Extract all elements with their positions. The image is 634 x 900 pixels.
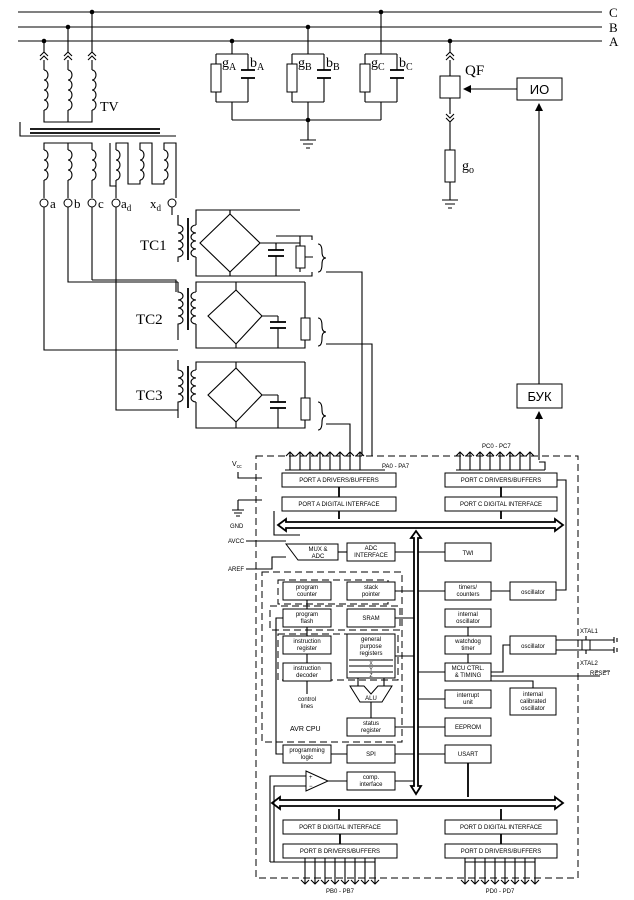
svg-text:USART: USART	[458, 752, 479, 758]
mcu-block-diagram: Vcc GND PA0 - PA7 PORT A DRIVERS/BUFFERS…	[228, 444, 618, 895]
svg-text:PORT A DIGITAL INTERFACE: PORT A DIGITAL INTERFACE	[298, 502, 379, 508]
svg-text:SRAM: SRAM	[362, 616, 379, 622]
phase-c-label: C	[609, 5, 618, 20]
tap-xd-label: xd	[150, 196, 162, 213]
svg-text:−: −	[309, 784, 313, 790]
svg-text:PORT B DIGITAL INTERFACE: PORT B DIGITAL INTERFACE	[299, 825, 381, 831]
svg-text:comp.interface: comp.interface	[359, 775, 383, 788]
control-unit-label: БУК	[527, 389, 551, 404]
xtal2-label: XTAL2	[580, 661, 599, 667]
ga-label: gA	[222, 56, 237, 73]
bb-label: bB	[326, 56, 340, 73]
avr-cpu-label: AVR CPU	[290, 726, 321, 733]
gc-label: gC	[371, 56, 385, 73]
svg-text:ALU: ALU	[365, 696, 377, 702]
svg-text:TWI: TWI	[463, 551, 474, 557]
phase-bus: C B A	[18, 5, 619, 49]
phase-b-label: B	[609, 20, 618, 35]
svg-text:PORT B DRIVERS/BUFFERS: PORT B DRIVERS/BUFFERS	[300, 849, 380, 855]
control-unit-block	[516, 383, 563, 409]
mcu-boundary	[255, 455, 579, 879]
executive-label: ИО	[530, 82, 549, 97]
port-c-pins-label: PC0 - PC7	[482, 444, 511, 450]
svg-text:oscillator: oscillator	[521, 590, 545, 596]
svg-text:PORT A DRIVERS/BUFFERS: PORT A DRIVERS/BUFFERS	[299, 478, 378, 484]
tap-c-label: c	[98, 196, 104, 211]
comparator	[305, 770, 330, 792]
svg-text:timers/counters: timers/counters	[456, 585, 479, 598]
reset-label: RESET	[590, 671, 610, 677]
g0-label: go	[462, 159, 474, 176]
transformer-label: TV	[100, 100, 119, 115]
ground-conductance	[444, 149, 456, 183]
breaker-qf	[439, 75, 461, 99]
port-a-pins	[285, 451, 385, 471]
port-c-pins	[455, 451, 545, 471]
avr-cpu-region	[261, 571, 403, 743]
svg-text:EEPROM: EEPROM	[455, 725, 481, 731]
svg-text:Y: Y	[369, 667, 373, 673]
svg-text:Z: Z	[369, 673, 372, 679]
mux-adc	[285, 543, 339, 561]
tap-a-label: a	[50, 196, 56, 211]
insulation-network: gA bA gB bB gC bC	[210, 9, 413, 149]
port-b-pins	[270, 858, 380, 885]
port-a-pins-label: PA0 - PA7	[382, 464, 410, 470]
ba-label: bA	[250, 56, 265, 73]
svg-text:SPI: SPI	[366, 752, 376, 758]
svg-text:X: X	[369, 661, 373, 667]
tap-b-label: b	[74, 196, 81, 211]
tap-ad-label: ad	[121, 196, 132, 213]
svg-text:+: +	[309, 775, 313, 781]
bc-label: bC	[399, 56, 413, 73]
port-d-drivers	[444, 843, 558, 859]
phase-a-label: A	[609, 34, 619, 49]
voltage-transformer: TV a b c ad xd	[19, 9, 177, 213]
port-b-drivers	[282, 843, 398, 859]
svg-text:PORT C DRIVERS/BUFFERS: PORT C DRIVERS/BUFFERS	[461, 478, 541, 484]
avcc-label: AVCC	[228, 539, 245, 545]
vcc-label: Vcc	[232, 461, 242, 470]
svg-text:PORT D DRIVERS/BUFFERS: PORT D DRIVERS/BUFFERS	[461, 849, 541, 855]
svg-text:PORT D DIGITAL INTERFACE: PORT D DIGITAL INTERFACE	[460, 825, 542, 831]
gb-label: gB	[298, 56, 312, 73]
tc3-label: TC3	[136, 388, 163, 404]
breaker-branch: QF go ИО БУК	[439, 38, 563, 460]
svg-text:oscillator: oscillator	[521, 644, 545, 650]
aref-label: AREF	[228, 567, 244, 573]
xtal1-label: XTAL1	[580, 629, 599, 635]
gnd-label: GND	[230, 524, 244, 530]
mux-adc-label: MUX &ADC	[308, 547, 327, 560]
alu	[349, 685, 393, 703]
breaker-label: QF	[465, 63, 484, 79]
port-b-pins-label: PB0 - PB7	[326, 889, 355, 895]
tc1-label: TC1	[140, 238, 167, 254]
converters: TC1 TC2 TC3	[43, 207, 373, 456]
general-purpose-registers	[346, 633, 396, 679]
port-d-pins-label: PD0 - PD7	[486, 889, 515, 895]
port-d-pins	[460, 858, 540, 885]
svg-text:MCU CTRL.& TIMING: MCU CTRL.& TIMING	[452, 666, 485, 679]
svg-text:PORT C DIGITAL INTERFACE: PORT C DIGITAL INTERFACE	[460, 502, 542, 508]
tc2-label: TC2	[136, 312, 163, 328]
